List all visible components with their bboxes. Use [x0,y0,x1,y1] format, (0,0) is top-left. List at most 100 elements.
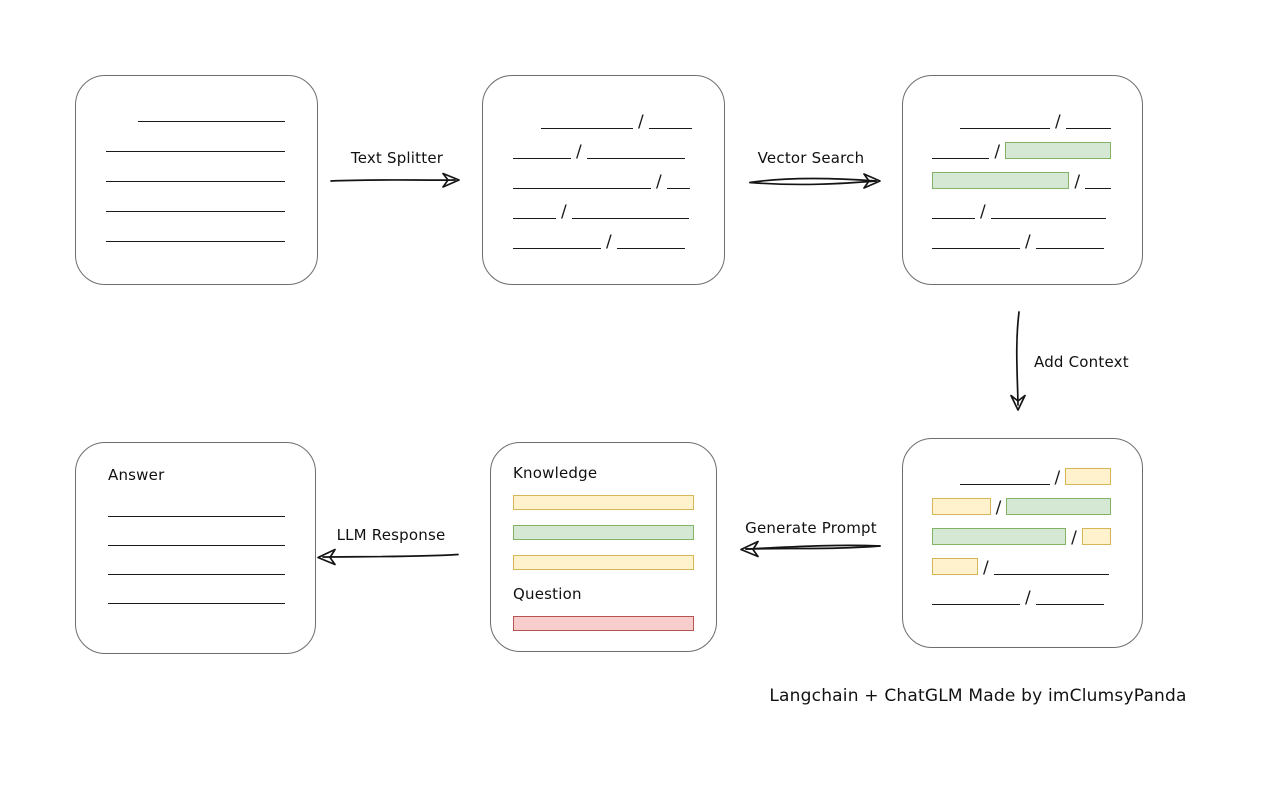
text-line [932,157,990,159]
text-line [106,240,285,242]
text-line [1035,247,1104,249]
text-line [960,483,1050,485]
slash-separator: / [638,112,644,132]
document-row: / [932,171,1111,192]
slash-separator: / [994,142,1001,162]
knowledge-bars [513,495,694,570]
question-label: Question [513,585,582,603]
slash-separator: / [995,498,1002,518]
green-highlight [932,172,1070,189]
document-row: / [513,141,692,162]
green-highlight [1006,498,1111,515]
document-row: / [932,527,1111,548]
text-splitter-arrow [330,172,460,188]
text-line [993,573,1109,575]
vector-search-arrow [749,173,881,189]
text-line [666,187,690,189]
text-line [106,150,285,152]
text-line [513,217,556,219]
slash-separator: / [983,558,989,578]
red-bar [513,616,694,631]
slash-separator: / [1071,528,1077,548]
text-line [108,544,285,546]
text-line [138,120,285,122]
prompt-content: Knowledge Question [491,443,716,631]
text-line [932,247,1020,249]
context-document-lines: / / / / / [903,439,1142,607]
document-row: / [932,111,1111,132]
text-line [571,217,689,219]
text-line [513,157,571,159]
slash-separator: / [1025,232,1031,252]
generate-prompt-arrow [740,540,881,558]
text-line [108,515,285,517]
document-row: / [932,497,1111,518]
yellow-bar [513,495,694,510]
slash-separator: / [1074,172,1081,192]
question-bars [513,616,694,631]
text-line [106,210,285,212]
document-row: / [932,557,1111,578]
text-line [616,247,685,249]
diagram-caption: Langchain + ChatGLM Made by imClumsyPand… [769,686,1187,706]
text-line [106,180,285,182]
document-row: / [932,587,1111,607]
yellow-highlight [932,498,991,515]
slash-separator: / [576,142,582,162]
add-context-arrow [1010,311,1026,411]
slash-separator: / [656,172,662,192]
slash-separator: / [606,232,612,252]
prompt-box: Knowledge Question [490,442,717,652]
knowledge-label: Knowledge [513,464,598,482]
text-splitter-label: Text Splitter [350,149,444,167]
matched-document-lines: / / / / / [903,76,1142,252]
document-row [106,164,285,182]
text-line [108,573,285,575]
text-line [513,187,651,189]
text-line [932,603,1020,605]
document-row: / [513,201,692,222]
llm-response-label: LLM Response [336,526,446,544]
green-highlight [1005,142,1111,159]
slash-separator: / [1054,468,1061,488]
source-document-lines [76,76,317,242]
text-line [108,602,285,604]
document-row [108,528,285,546]
text-line [990,217,1106,219]
text-line [648,127,692,129]
text-line [932,217,975,219]
yellow-highlight [932,558,978,575]
text-line [541,127,633,129]
document-row: / [932,467,1111,488]
add-context-label: Add Context [1034,353,1129,371]
yellow-highlight [1065,468,1111,485]
matched-document-box: / / / / / [902,75,1143,285]
slash-separator: / [980,202,986,222]
vector-search-label: Vector Search [757,149,865,167]
document-row: / [932,201,1111,222]
document-row: / [932,231,1111,252]
slash-separator: / [1055,112,1061,132]
text-line [1065,127,1111,129]
source-document-box [75,75,318,285]
document-row: / [513,171,692,192]
answer-content: Answer [76,443,315,604]
context-document-box: / / / / / [902,438,1143,648]
llm-response-arrow [317,548,459,566]
document-row [108,557,285,575]
answer-lines [108,499,285,604]
yellow-highlight [1081,528,1111,545]
document-row: / [932,141,1111,162]
text-line [586,157,685,159]
slash-separator: / [561,202,567,222]
document-row [106,194,285,212]
answer-box: Answer [75,442,316,654]
text-line [1085,187,1111,189]
green-bar [513,525,694,540]
split-document-lines: / / / / / [483,76,724,252]
yellow-bar [513,555,694,570]
text-line [513,247,601,249]
text-line [960,127,1050,129]
document-row [106,224,285,242]
